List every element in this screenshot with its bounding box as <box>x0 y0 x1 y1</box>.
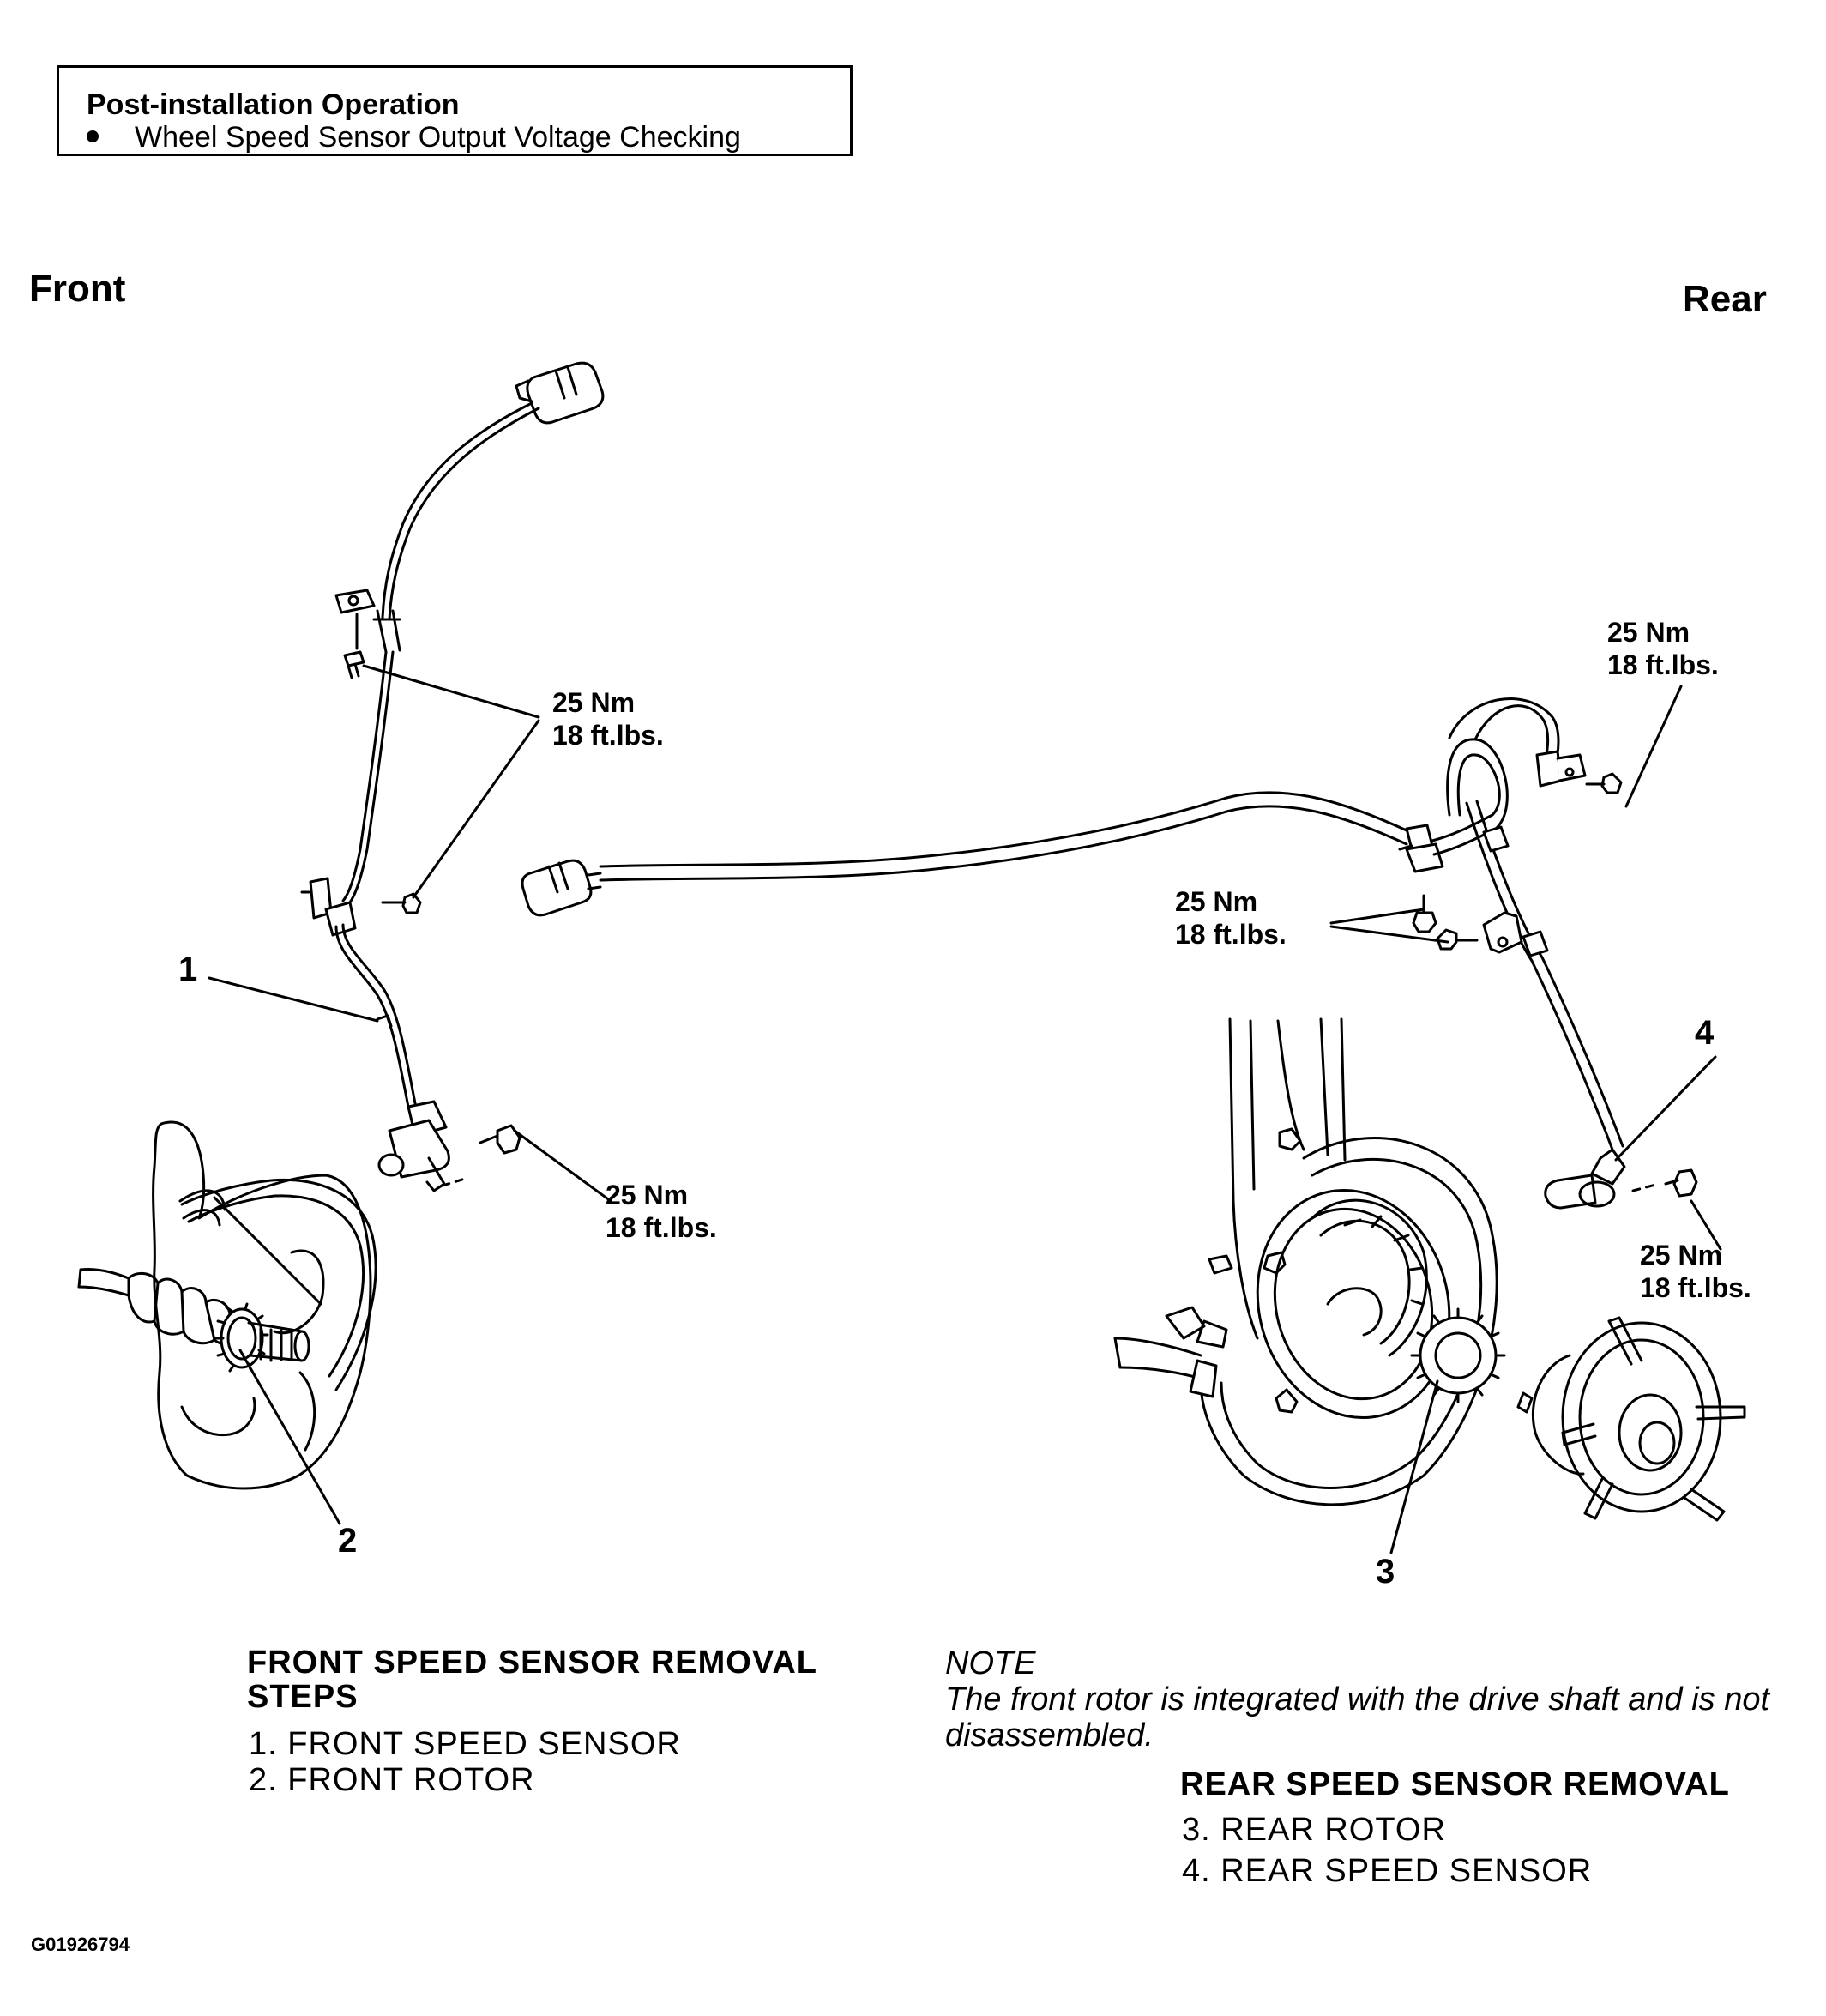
callout-4: 4 <box>1695 1014 1715 1052</box>
post-installation-title: Post-installation Operation <box>87 88 460 121</box>
torque-nm: 25 Nm <box>1640 1240 1723 1271</box>
front-step-1: 1. FRONT SPEED SENSOR <box>249 1726 681 1762</box>
front-knuckle-drive-shaft <box>77 1120 377 1490</box>
torque-label-rear-upper: 25 Nm 18 ft.lbs. <box>1607 616 1719 681</box>
torque-label-front-upper: 25 Nm 18 ft.lbs. <box>552 686 664 751</box>
torque-nm: 25 Nm <box>552 687 636 718</box>
callout-1: 1 <box>178 951 198 988</box>
post-installation-item-text: Wheel Speed Sensor Output Voltage Checki… <box>135 121 741 154</box>
front-label: Front <box>29 268 126 310</box>
front-speed-sensor-harness <box>300 361 605 1192</box>
torque-label-front-lower: 25 Nm 18 ft.lbs. <box>606 1179 717 1244</box>
torque-nm: 25 Nm <box>1175 886 1258 917</box>
post-installation-box: Post-installation Operation Wheel Speed … <box>57 65 853 156</box>
rear-speed-sensor-harness <box>521 697 1698 1210</box>
torque-label-rear-lower: 25 Nm 18 ft.lbs. <box>1640 1239 1751 1304</box>
torque-label-rear-middle: 25 Nm 18 ft.lbs. <box>1175 885 1287 951</box>
figure-id: G01926794 <box>31 1934 130 1955</box>
front-step-2: 2. FRONT ROTOR <box>249 1762 535 1798</box>
note-label: NOTE <box>945 1645 1036 1681</box>
post-installation-item: Wheel Speed Sensor Output Voltage Checki… <box>87 121 741 154</box>
rear-hub <box>1516 1316 1746 1522</box>
front-steps-title-line1: FRONT SPEED SENSOR REMOVAL <box>247 1645 818 1681</box>
note-line1: The front rotor is integrated with the d… <box>945 1681 1770 1717</box>
torque-nm: 25 Nm <box>606 1180 689 1210</box>
note-block: NOTE The front rotor is integrated with … <box>945 1645 1769 1753</box>
torque-ftlbs: 18 ft.lbs. <box>552 720 664 751</box>
torque-ftlbs: 18 ft.lbs. <box>606 1212 717 1243</box>
note-line2: disassembled. <box>945 1717 1154 1753</box>
rear-step-4: 4. REAR SPEED SENSOR <box>1182 1853 1593 1889</box>
bullet-icon <box>87 130 99 143</box>
rear-step-3: 3. REAR ROTOR <box>1182 1812 1446 1848</box>
rear-knuckle-brake-assembly <box>1113 1017 1746 1522</box>
front-steps-title: FRONT SPEED SENSOR REMOVAL STEPS <box>247 1645 817 1714</box>
callout-3: 3 <box>1376 1553 1395 1590</box>
rear-label: Rear <box>1683 278 1767 320</box>
front-steps-title-line2: STEPS <box>247 1679 359 1715</box>
rear-rotor-gear <box>1410 1307 1506 1403</box>
rear-steps-title: REAR SPEED SENSOR REMOVAL <box>1180 1766 1730 1802</box>
torque-ftlbs: 18 ft.lbs. <box>1640 1272 1751 1303</box>
callout-2: 2 <box>338 1522 358 1560</box>
torque-nm: 25 Nm <box>1607 617 1690 648</box>
torque-ftlbs: 18 ft.lbs. <box>1607 649 1719 680</box>
torque-ftlbs: 18 ft.lbs. <box>1175 919 1287 950</box>
